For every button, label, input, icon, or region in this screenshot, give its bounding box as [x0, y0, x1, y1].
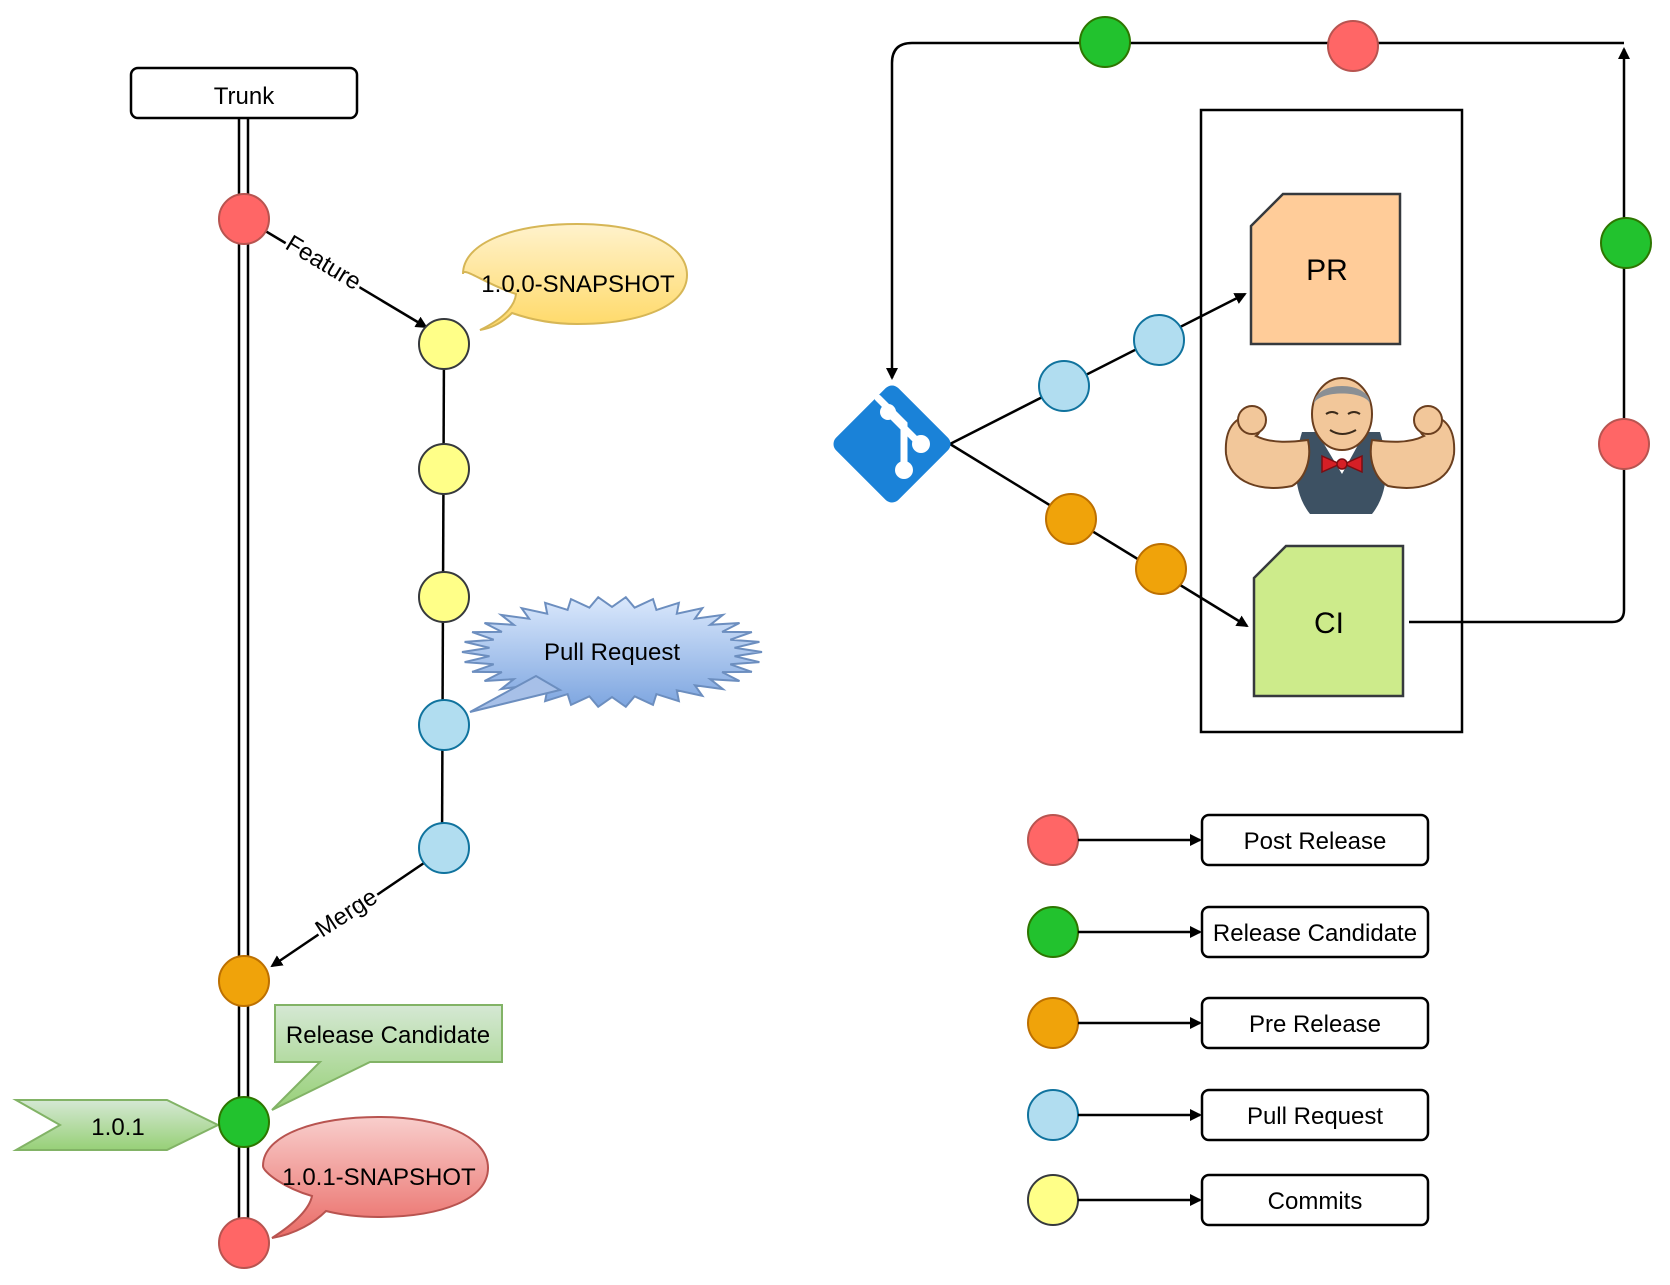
trunk-post-release-node-1: [218, 193, 270, 245]
snapshot-label-2: 1.0.1-SNAPSHOT: [282, 1164, 476, 1191]
version-tag: 1.0.1: [12, 1099, 221, 1151]
version-tag-label: 1.0.1: [91, 1114, 144, 1141]
trunk-flow: Trunk Feature Merge 1.0.0-SNAPSHOT Pull …: [12, 66, 763, 1269]
legend-swatch-post-release: [1027, 814, 1079, 866]
legend-swatch-release-candidate: [1027, 906, 1079, 958]
legend-item-release-candidate: Release Candidate: [1027, 905, 1430, 959]
pr-label: PR: [1306, 254, 1348, 287]
build-server-container: [1199, 108, 1464, 734]
branch-commit-node-2: [418, 443, 470, 495]
ci-path-node-2: [1135, 543, 1187, 595]
trunk-label: Trunk: [214, 83, 275, 110]
pr-path-node-1: [1038, 360, 1090, 412]
ci-return-path: [1409, 47, 1630, 624]
return-post-release-node: [1598, 418, 1650, 470]
trunk-post-release-node-2: [218, 1217, 270, 1269]
branch-commit-node-1: [418, 318, 470, 370]
legend-label: Pull Request: [1247, 1103, 1383, 1130]
legend-label: Commits: [1268, 1188, 1363, 1215]
legend-label-box: [1200, 996, 1430, 1050]
legend-label-box: [1200, 813, 1430, 867]
legend-label-box: [1200, 1173, 1430, 1227]
feature-label: Feature: [281, 230, 366, 296]
ci-label: CI: [1314, 607, 1344, 640]
trunk-release-candidate-node: [218, 1096, 270, 1148]
legend-label: Post Release: [1244, 828, 1387, 855]
legend-item-commits: Commits: [1027, 1173, 1430, 1227]
snapshot-label-1: 1.0.0-SNAPSHOT: [481, 271, 675, 298]
ci-pipeline: PR CI: [833, 16, 1652, 734]
legend-label-box: [1200, 905, 1430, 959]
release-loop-path: [886, 41, 1624, 380]
legend-item-post-release: Post Release: [1027, 813, 1430, 867]
trunk-pre-release-node: [218, 955, 270, 1007]
return-release-candidate-node: [1600, 217, 1652, 269]
pull-request-burst-callout: Pull Request: [461, 595, 763, 713]
ci-path-node-1: [1045, 493, 1097, 545]
release-candidate-callout: Release Candidate: [271, 1004, 503, 1111]
trunk-label-box: Trunk: [129, 66, 359, 120]
snapshot-callout-1: 1.0.0-SNAPSHOT: [462, 222, 689, 331]
loop-release-candidate-node: [1079, 16, 1131, 68]
snapshot-callout-2: 1.0.1-SNAPSHOT: [261, 1115, 490, 1239]
legend-label: Release Candidate: [1213, 920, 1417, 947]
legend-swatch-commits: [1027, 1174, 1079, 1226]
legend-label: Pre Release: [1249, 1011, 1381, 1038]
git-to-ci-arrow: [949, 442, 1249, 628]
jenkins-mascot-icon: [1224, 377, 1456, 514]
legend-label-box: [1200, 1088, 1430, 1142]
ci-card: CI: [1252, 544, 1405, 698]
merge-arrow: [270, 861, 425, 968]
branch-pull-request-node-2: [418, 822, 470, 874]
release-candidate-callout-label: Release Candidate: [286, 1022, 490, 1049]
legend-swatch-pre-release: [1027, 997, 1079, 1049]
legend-item-pre-release: Pre Release: [1027, 996, 1430, 1050]
git-logo-icon: [833, 385, 951, 503]
pull-request-callout-label: Pull Request: [544, 639, 680, 666]
merge-label: Merge: [311, 883, 383, 943]
legend-item-pull-request: Pull Request: [1027, 1088, 1430, 1142]
feature-arrow: [261, 227, 428, 329]
git-to-pr-arrow: [949, 292, 1247, 446]
pr-card: PR: [1249, 192, 1402, 346]
loop-post-release-node: [1327, 20, 1379, 72]
legend-swatch-pull-request: [1027, 1089, 1079, 1141]
branch-pull-request-node-1: [418, 699, 470, 751]
pr-path-node-2: [1133, 314, 1185, 366]
branch-commit-node-3: [418, 571, 470, 623]
